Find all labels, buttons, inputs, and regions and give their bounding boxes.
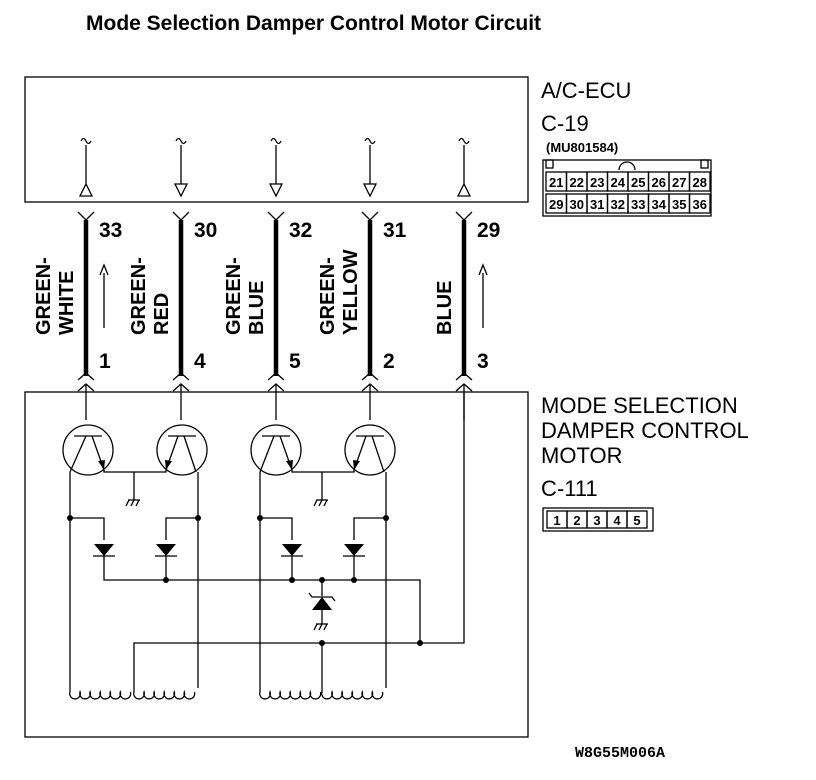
connector-pin-label: 31 — [590, 197, 604, 212]
ecu-part-number: (MU801584) — [546, 140, 618, 155]
ecu-box — [24, 76, 529, 203]
motor-name-line3: MOTOR — [541, 443, 622, 468]
wire-color-label: RED — [151, 293, 173, 335]
connector-pin-label: 32 — [611, 197, 625, 212]
motor-connector-id: C-111 — [541, 476, 598, 501]
motor-name-line1: MODE SELECTION — [541, 393, 738, 418]
connector-pin-label: 1 — [553, 513, 560, 528]
ground-icon — [313, 499, 328, 507]
connector-pin-label: 26 — [652, 175, 666, 190]
connector-pin-label: 21 — [549, 175, 563, 190]
diode-symbol — [281, 544, 303, 557]
connector-pin-label: 5 — [633, 513, 640, 528]
connector-terminal-mark — [361, 211, 379, 221]
motor-pin-number: 3 — [477, 350, 489, 373]
connector-terminal-mark — [267, 211, 285, 221]
connector-terminal-mark — [455, 211, 473, 221]
motor-pin-number: 5 — [289, 350, 301, 373]
wire-harness: 331GREEN-WHITE304GREEN-RED325GREEN-BLUE3… — [33, 211, 500, 420]
connector-pin-label: 28 — [693, 175, 707, 190]
connector-pin-label: 25 — [631, 175, 645, 190]
zener-diode-symbol — [308, 592, 336, 610]
connector-cell — [626, 510, 648, 529]
connector-cell — [688, 193, 711, 214]
connector-terminal-mark — [172, 211, 190, 221]
connector-pin-label: 30 — [570, 197, 584, 212]
connector-pin-label: 24 — [611, 175, 626, 190]
ecu-pin-number: 33 — [99, 219, 122, 242]
motor-internal-circuit — [62, 392, 465, 700]
ecu-pin-number: 30 — [194, 219, 217, 242]
connector-pin-label: 33 — [631, 197, 645, 212]
motor-pin-number: 4 — [194, 350, 206, 373]
motor-pin-number: 2 — [383, 350, 395, 373]
diagram-title: Mode Selection Damper Control Motor Circ… — [86, 12, 541, 35]
connector-pin-label: 29 — [549, 197, 563, 212]
wire-color-label: BLUE — [246, 281, 268, 335]
ecu-connector-face: 21 22 23 24 25 26 27 28 29 30 31 32 33 34 35 36 — [542, 159, 712, 217]
motor-pin-number: 1 — [99, 350, 111, 373]
arrow-up-icon — [478, 263, 488, 328]
connector-terminal-mark — [77, 211, 95, 221]
wire-color-label: GREEN- — [128, 257, 150, 335]
transistor-symbol — [156, 424, 208, 476]
wire-color-label: YELLOW — [340, 249, 362, 335]
ecu-pin-number: 29 — [477, 219, 500, 242]
connector-pin-label: 34 — [652, 197, 667, 212]
wire-color-label: BLUE — [434, 281, 456, 335]
transistor-symbol — [62, 424, 114, 476]
ecu-pin-number: 31 — [383, 219, 407, 242]
ecu-connector-id: C-19 — [541, 111, 589, 136]
transistor-symbol — [250, 424, 302, 476]
connector-pin-label: 23 — [590, 175, 604, 190]
wire-color-label: WHITE — [56, 271, 78, 335]
transistor-symbol — [344, 424, 396, 476]
connector-pin-label: 3 — [593, 513, 600, 528]
connector-pin-label: 27 — [672, 175, 686, 190]
wire-color-label: GREEN- — [223, 257, 245, 335]
connector-pin-label: 22 — [570, 175, 584, 190]
motor-box — [24, 391, 529, 738]
arrow-up-icon — [99, 263, 109, 328]
connector-pin-label: 2 — [573, 513, 580, 528]
motor-coil-icon — [259, 688, 384, 700]
wire-color-label: GREEN- — [317, 257, 339, 335]
connector-pin-label: 4 — [613, 513, 621, 528]
ground-icon — [125, 499, 140, 507]
ecu-internal-terminals — [78, 137, 472, 198]
diode-symbol — [93, 544, 115, 557]
figure-code: W8G55M006A — [575, 745, 665, 762]
connector-pin-label: 36 — [693, 197, 707, 212]
connector-pin-label: 35 — [672, 197, 686, 212]
diode-symbol — [155, 544, 177, 557]
motor-name-line2: DAMPER CONTROL — [541, 418, 749, 443]
ecu-pin-number: 32 — [289, 219, 312, 242]
ecu-name: A/C-ECU — [541, 78, 631, 103]
diode-symbol — [343, 544, 365, 557]
wire-color-label: GREEN- — [33, 257, 55, 335]
ground-icon — [313, 623, 328, 631]
connector-cell — [688, 171, 711, 192]
motor-coil-icon — [69, 688, 196, 700]
